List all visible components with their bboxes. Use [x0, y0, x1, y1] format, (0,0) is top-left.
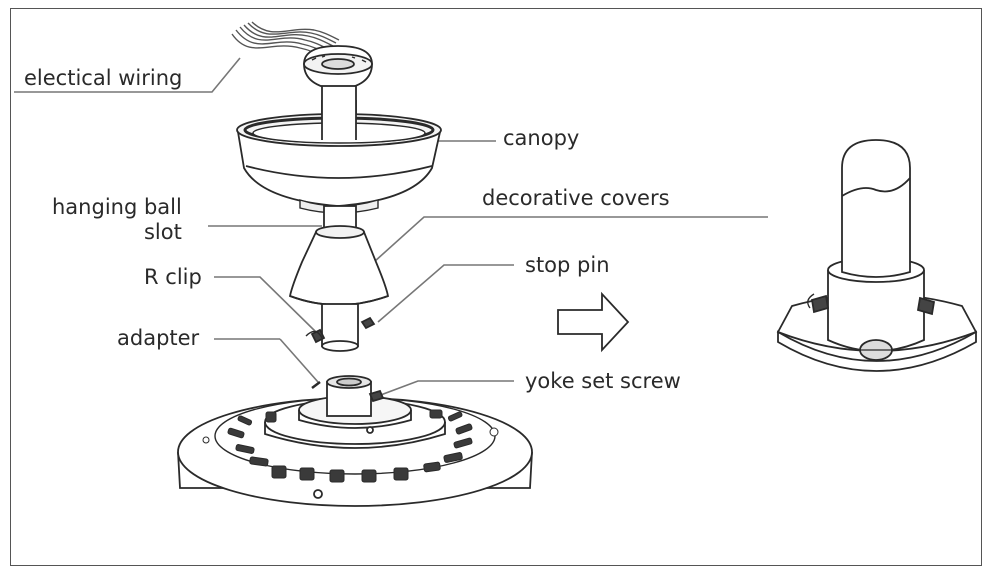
assembled-view: [776, 139, 978, 372]
stop-pin-icon: [360, 316, 376, 330]
leader-r-clip: [214, 276, 317, 333]
label-decorative-covers: decorative covers: [482, 186, 670, 210]
wiring-bundle: [231, 21, 340, 59]
label-electrical-wiring: electical wiring: [24, 66, 183, 90]
leader-yoke: [377, 380, 514, 397]
label-canopy: canopy: [503, 126, 580, 150]
label-adapter: adapter: [117, 326, 200, 350]
motor-housing: [177, 375, 533, 507]
canopy-part: [236, 100, 442, 214]
leader-decorative: [373, 216, 768, 263]
label-hanging-ball-line2: slot: [143, 220, 182, 244]
leader-wiring: [14, 57, 241, 93]
leader-stop-pin: [377, 264, 514, 323]
decorative-cover-part: [288, 205, 390, 306]
assembly-arrow-icon: [557, 291, 630, 353]
label-yoke-set-screw: yoke set screw: [525, 369, 681, 393]
leader-adapter-diag: [279, 338, 319, 383]
leader-lines: [14, 57, 768, 397]
r-clip-icon: [310, 328, 326, 344]
label-stop-pin: stop pin: [525, 253, 610, 277]
motor-vents: [202, 409, 499, 483]
label-hanging-ball-line1: hanging ball: [52, 195, 182, 219]
lower-rod: [305, 303, 376, 352]
label-r-clip: R clip: [144, 265, 202, 289]
label-hanging-ball-slot: hanging ball slot: [52, 195, 182, 245]
yoke-screw-icon: [368, 389, 385, 403]
